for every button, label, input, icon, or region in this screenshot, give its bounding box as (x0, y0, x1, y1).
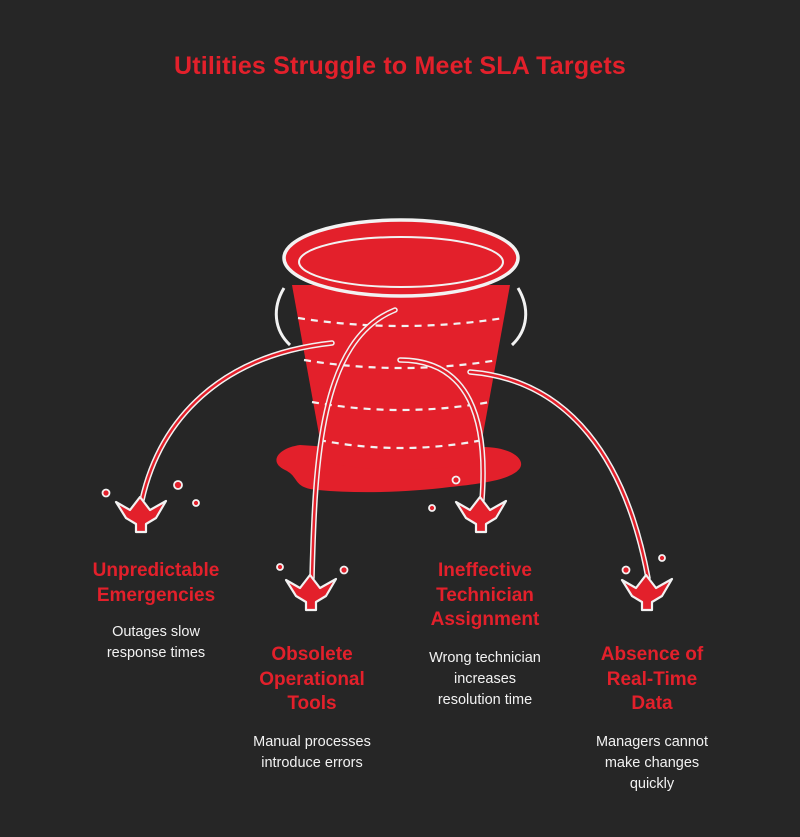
bucket-body (292, 285, 510, 470)
problem-absence-of-real-time-data: Absence of Real-Time Data Managers canno… (542, 643, 762, 795)
problem-obsolete-operational-tools: Obsolete Operational Tools Manual proces… (202, 643, 422, 774)
bucket-band (311, 400, 491, 412)
droplet (621, 565, 631, 575)
droplet (451, 475, 461, 485)
problem-heading: Unpredictable Emergencies (92, 560, 220, 606)
problem-description: Wrong technician increases resolution ti… (429, 649, 541, 708)
droplet (339, 565, 349, 575)
droplet (658, 554, 666, 562)
droplet (276, 563, 284, 571)
problem-description: Managers cannot make changes quickly (595, 733, 709, 792)
problem-unpredictable-emergencies: Unpredictable Emergencies Outages slow r… (46, 559, 266, 664)
droplet (192, 499, 200, 507)
splash (114, 495, 168, 534)
problem-description: Outages slow response times (106, 624, 206, 661)
page-title: Utilities Struggle to Meet SLA Targets (173, 52, 627, 80)
problem-heading: Ineffective Technician Assignment (430, 560, 540, 630)
bucket-handle (274, 287, 292, 347)
problem-heading: Obsolete Operational Tools (259, 644, 365, 714)
bucket-band (318, 438, 484, 450)
problem-ineffective-technician-assignment: Ineffective Technician Assignment Wrong … (375, 559, 595, 711)
splash (454, 495, 508, 534)
problem-description: Manual processes introduce errors (253, 733, 371, 771)
splash (620, 573, 674, 612)
droplet (101, 488, 111, 498)
bucket-band (303, 358, 499, 370)
droplet (428, 504, 436, 512)
splash (284, 573, 338, 612)
problem-heading: Absence of Real-Time Data (600, 644, 704, 714)
droplet (173, 480, 183, 490)
